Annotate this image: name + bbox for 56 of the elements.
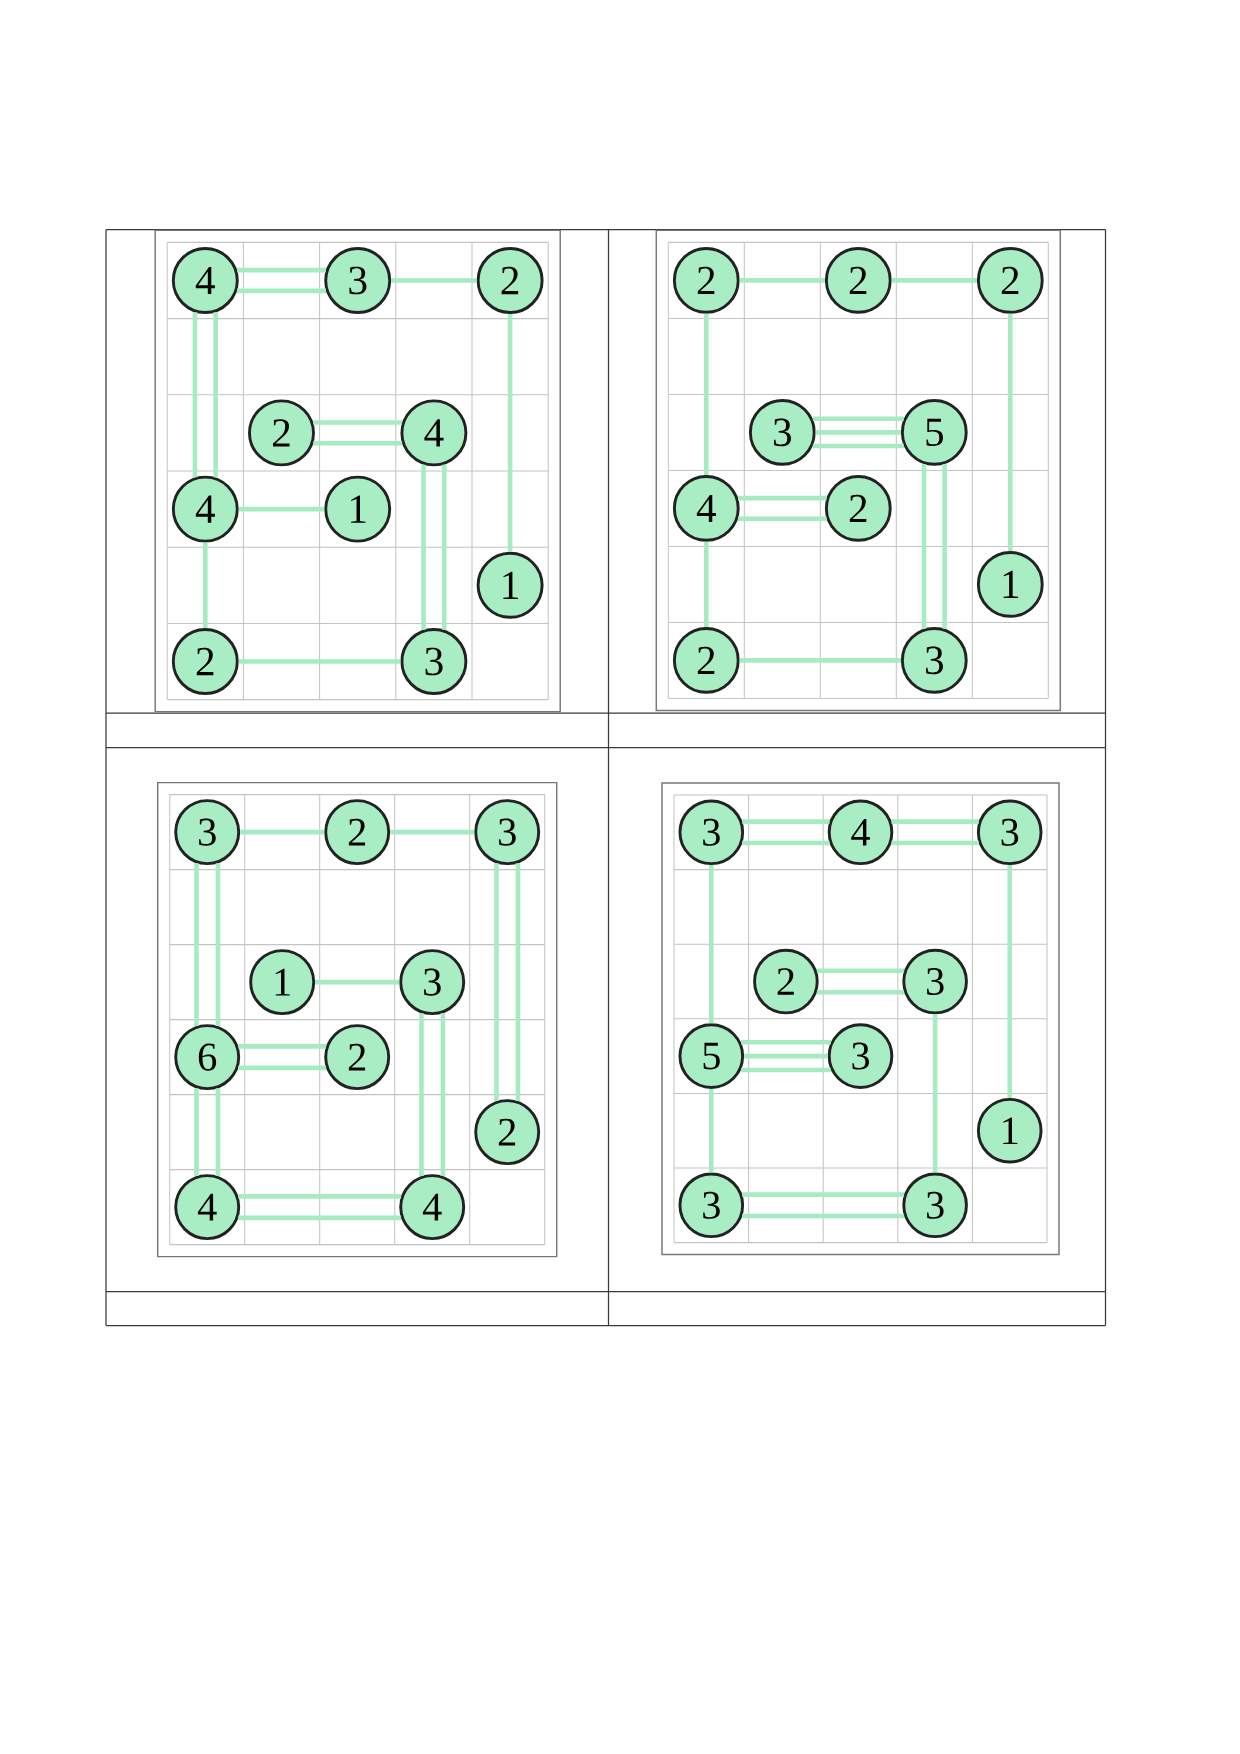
connector-line (203, 542, 208, 629)
connector-line (441, 464, 447, 630)
connector-line (742, 819, 830, 824)
connector-line (709, 865, 714, 1024)
connector-line (741, 1039, 831, 1045)
connector-line (816, 968, 905, 974)
connector-line (742, 1192, 905, 1197)
connector-line (237, 288, 326, 294)
connector-line (313, 420, 403, 425)
connector-line (419, 1013, 424, 1176)
connector-line (238, 659, 401, 664)
connector-line (704, 313, 709, 475)
connector-line (739, 278, 825, 283)
connector-line (815, 430, 901, 435)
connector-line (704, 541, 709, 627)
connector-line (738, 516, 827, 521)
connector-line (891, 278, 977, 283)
connector-line (237, 267, 326, 273)
connector-line (315, 979, 400, 985)
connector-line (240, 829, 325, 835)
connector-line (1008, 313, 1013, 551)
connector-line (238, 1044, 327, 1049)
connector-line (741, 1067, 831, 1073)
connector-line (192, 312, 198, 478)
connector-line (238, 1194, 402, 1199)
connector-line (891, 840, 979, 846)
connector-line (742, 840, 830, 846)
connector-line (213, 312, 218, 478)
connector-line (507, 313, 513, 552)
connector-line (739, 658, 901, 663)
connector-line (932, 1014, 938, 1173)
connector-line (238, 1065, 327, 1071)
connector-line (391, 278, 477, 283)
connector-line (921, 464, 927, 629)
connector-line (194, 863, 199, 1026)
connector-line (238, 506, 325, 512)
connector-line (942, 464, 947, 629)
connector-line (1007, 865, 1012, 1098)
connector-line (812, 416, 904, 422)
connector-line (709, 1088, 714, 1173)
connector-line (421, 464, 426, 630)
connector-line (891, 819, 979, 824)
connector-line (515, 863, 521, 1101)
connector-line (194, 1088, 199, 1176)
connector-line (238, 1215, 402, 1221)
connector-line (494, 863, 499, 1101)
connector-line (215, 863, 221, 1026)
connector-line (313, 440, 403, 446)
connector-line (744, 1053, 828, 1059)
connector-line (738, 495, 827, 501)
connector-line (742, 1213, 905, 1219)
connector-line (812, 443, 904, 449)
connector-line (215, 1088, 221, 1176)
connector-line (440, 1013, 446, 1176)
connector-line (816, 989, 905, 995)
connector-line (390, 829, 475, 835)
